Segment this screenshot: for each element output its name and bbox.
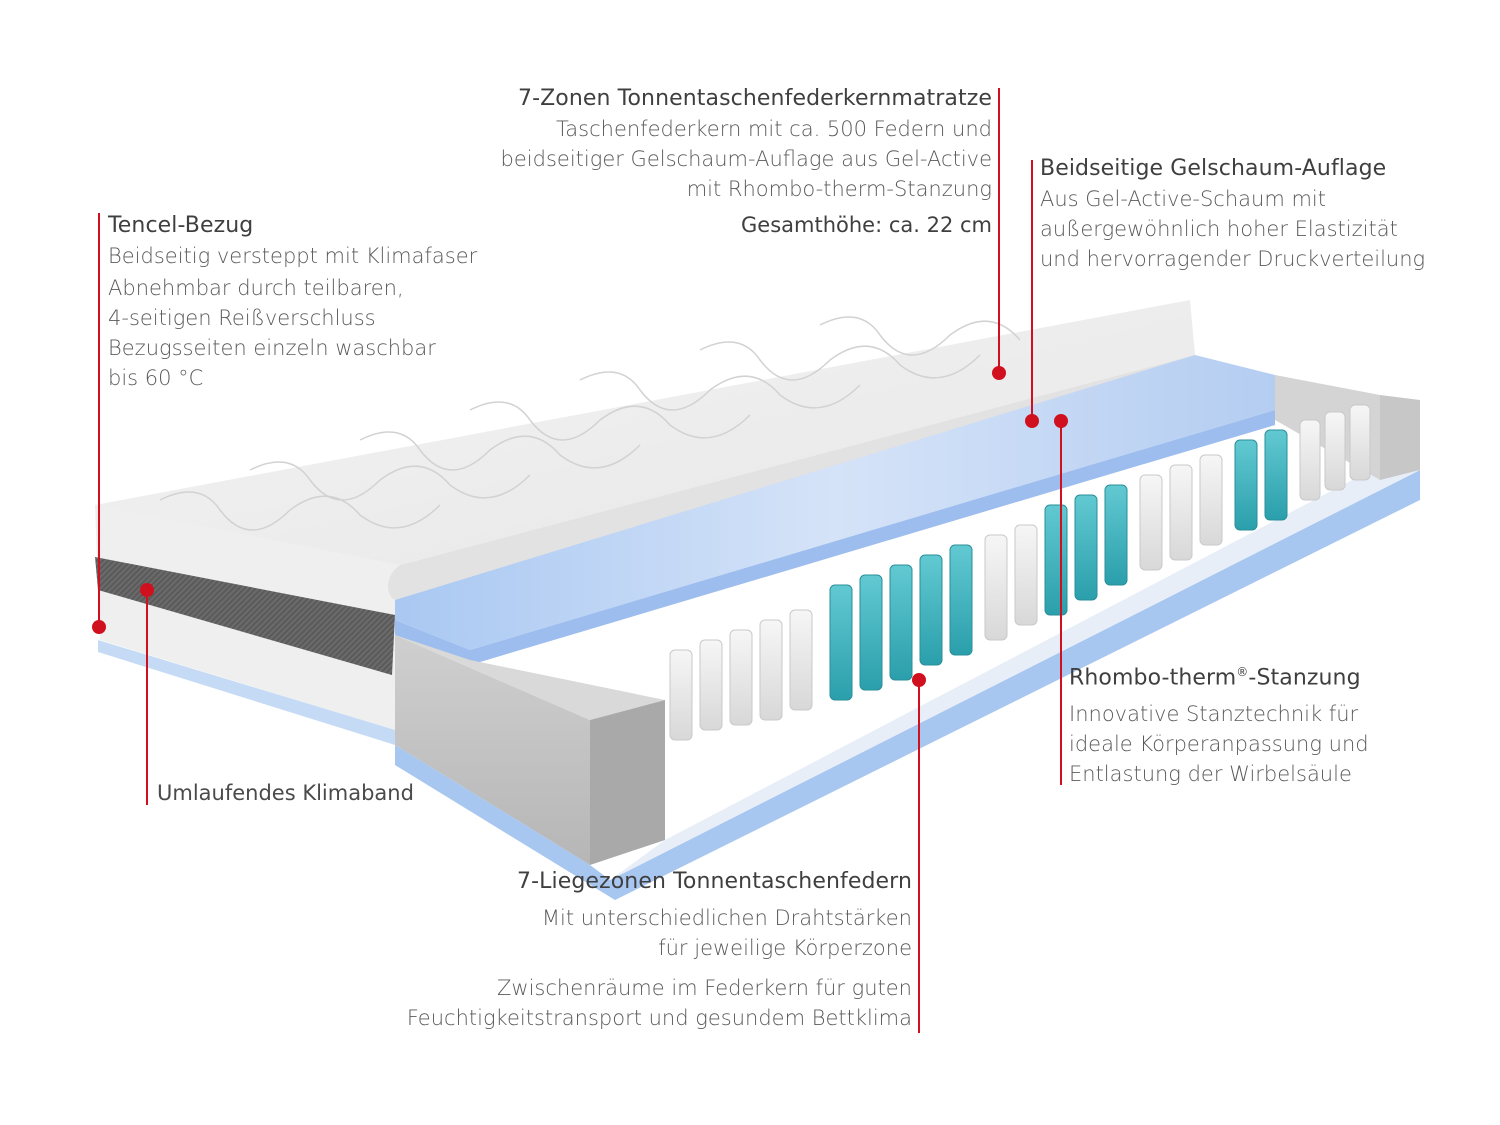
callout-dot-climate-band [140, 583, 154, 597]
callout-gel-foam-line: außergewöhnlich hoher Elastizität [1040, 217, 1398, 241]
callout-mattress-height: Gesamthöhe: ca. 22 cm [741, 213, 992, 237]
callout-cover: Tencel-Bezug Beidseitig versteppt mit Kl… [108, 211, 477, 393]
callout-mattress-title: 7-Zonen Tonnentaschenfederkernmatratze [518, 86, 992, 111]
gel-foam-top-layer [395, 355, 1275, 650]
callout-cover-line: Bezugsseiten einzeln waschbar [108, 336, 436, 360]
callout-springs-line: für jeweilige Körperzone [658, 936, 912, 960]
callout-mattress: 7-Zonen Tonnentaschenfederkernmatratze T… [501, 84, 992, 240]
quilting-pattern [159, 316, 1021, 531]
callout-dot-mattress [992, 366, 1006, 380]
pocket-springs [669, 404, 1371, 741]
callout-rhombo-title-suffix: -Stanzung [1248, 665, 1361, 691]
callout-dot-cover [92, 620, 106, 634]
callout-climate-band-title: Umlaufendes Klimaband [157, 781, 414, 805]
callout-gel-foam-line: Aus Gel-Active-Schaum mit [1040, 187, 1326, 211]
callout-dot-springs [912, 673, 926, 687]
callout-gel-foam: Beidseitige Gelschaum-Auflage Aus Gel-Ac… [1040, 154, 1425, 274]
callout-rhombo-title-main: Rhombo-therm [1069, 665, 1237, 691]
callout-springs-line: Feuchtigkeitstransport und gesundem Bett… [406, 1006, 912, 1030]
callout-rhombo-title: Rhombo-therm®-Stanzung [1069, 657, 1369, 693]
callout-dots [92, 366, 1068, 687]
callout-cover-line: Beidseitig versteppt mit Klimafaser [108, 244, 478, 268]
callout-dot-gel-foam [1025, 414, 1039, 428]
registered-mark: ® [1236, 665, 1249, 679]
callout-mattress-line: Taschenfederkern mit ca. 500 Federn und [555, 117, 992, 141]
callout-rhombo-line: ideale Körperanpassung und [1069, 732, 1369, 757]
callout-springs-line: Zwischenräume im Federkern für guten [497, 976, 912, 1000]
callout-mattress-line: beidseitiger Gelschaum-Auflage aus Gel-A… [500, 147, 992, 171]
callout-dot-rhombo [1054, 414, 1068, 428]
climate-band [95, 557, 395, 675]
callout-gel-foam-title: Beidseitige Gelschaum-Auflage [1040, 156, 1387, 181]
foam-edge-block-back [1380, 395, 1420, 480]
callout-springs-title: 7-Liegezonen Tonnentaschenfedern [517, 869, 912, 894]
callout-cover-line: Abnehmbar durch teilbaren, [108, 276, 404, 300]
foam-edge-block-front [395, 635, 590, 865]
callout-climate-band: Umlaufendes Klimaband [157, 778, 414, 808]
callout-cover-title: Tencel-Bezug [108, 213, 254, 238]
callout-gel-foam-line: und hervorragender Druckverteilung [1040, 247, 1426, 271]
callout-lines [98, 88, 1062, 1033]
callout-rhombo: Rhombo-therm®-Stanzung Innovative Stanzt… [1069, 657, 1369, 789]
callout-cover-line: 4-seitigen Reißverschluss [108, 306, 376, 330]
callout-rhombo-line: Innovative Stanztechnik für [1069, 702, 1359, 727]
callout-cover-line: bis 60 °C [108, 366, 204, 390]
callout-mattress-line: mit Rhombo-therm-Stanzung [686, 177, 992, 201]
callout-springs: 7-Liegezonen Tonnentaschenfedern Mit unt… [407, 867, 912, 1033]
callout-springs-line: Mit unterschiedlichen Drahtstärken [541, 906, 912, 930]
mattress-cover-top [95, 300, 1195, 565]
callout-rhombo-line: Entlastung der Wirbelsäule [1069, 762, 1352, 787]
